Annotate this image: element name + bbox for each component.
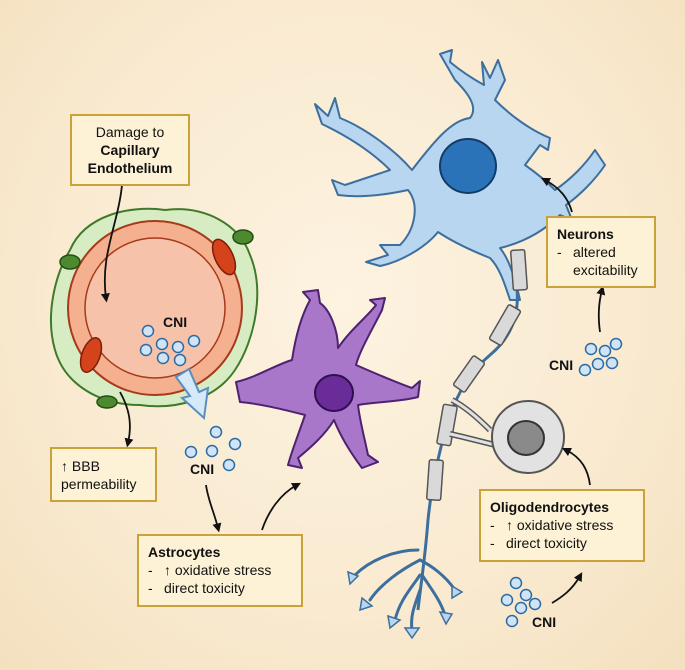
- cni-particles-neuron: [578, 337, 623, 377]
- damage-line2: Capillary: [100, 142, 160, 158]
- oligodendrocytes-title: Oligodendrocytes: [490, 499, 610, 515]
- leak-arrow: [174, 367, 210, 421]
- astrocyte-cell: [235, 289, 421, 469]
- cni-particles-astro: [184, 425, 242, 472]
- neuron-nucleus: [439, 138, 497, 194]
- neurons-item-dash: -: [557, 244, 562, 260]
- cni-particles-vessel: [139, 324, 201, 367]
- myelin-sheaths: [426, 248, 528, 502]
- neurons-item-cont-row: excitability: [557, 261, 654, 279]
- oligodendrocyte-nucleus: [507, 420, 545, 456]
- cni-label-neuron: CNI: [549, 357, 574, 373]
- neurons-title: Neurons: [557, 226, 614, 242]
- astrocytes-title: Astrocytes: [148, 544, 221, 560]
- cni-particles-oligo: [500, 576, 542, 628]
- arrow-oligo-box-to-oligo: [561, 447, 591, 486]
- damage-line3: Endothelium: [87, 160, 173, 176]
- pericyte-green-cell-1: [59, 254, 81, 270]
- flow-arrows: [100, 177, 606, 604]
- oligo-item-2: - direct toxicity: [490, 535, 587, 551]
- damage-line1: Damage to: [95, 124, 165, 140]
- arrow-cni-to-astro-box: [205, 484, 222, 533]
- oligodendrocyte-cell: [449, 397, 565, 474]
- oligo-item-1: - ↑ oxidative stress: [490, 517, 614, 533]
- astrocyte-nucleus: [314, 374, 354, 412]
- axon-terminals: [353, 548, 457, 632]
- neurons-item-text: altered: [573, 244, 616, 260]
- astro-item-2: - direct toxicity: [148, 580, 245, 596]
- bbb-line1: ↑ BBB: [61, 458, 100, 474]
- astro-item-1: - ↑ oxidative stress: [148, 562, 272, 578]
- endothelial-red-cell-2: [79, 337, 103, 373]
- neurons-box: Neurons - altered excitability: [546, 216, 656, 288]
- bbb-line2: permeability: [61, 476, 137, 492]
- cni-label-vessel: CNI: [163, 314, 188, 330]
- cni-label-astro: CNI: [190, 461, 215, 477]
- pericyte-green-cell-3: [96, 395, 118, 409]
- arrow-damage-to-lumen: [100, 184, 123, 303]
- neurons-item: - altered: [557, 243, 654, 261]
- pericyte-green-cell-2: [232, 229, 254, 245]
- arrow-vessel-to-bbb: [119, 391, 134, 448]
- endothelial-red-cell-1: [211, 238, 237, 276]
- cni-label-oligo: CNI: [532, 614, 557, 630]
- damage-box: Damage to Capillary Endothelium: [70, 114, 190, 186]
- astrocytes-box: Astrocytes - ↑ oxidative stress - direct…: [137, 534, 303, 607]
- arrow-cni-to-neurons-box: [596, 285, 606, 333]
- arrow-cni-to-oligo-box: [551, 572, 583, 604]
- neurons-item-cont: excitability: [573, 262, 638, 278]
- bbb-box: ↑ BBB permeability: [50, 447, 157, 502]
- oligodendrocytes-box: Oligodendrocytes - ↑ oxidative stress - …: [479, 489, 645, 562]
- arrow-astro-box-to-astrocyte: [261, 482, 301, 531]
- terminal-buttons: [347, 570, 464, 640]
- arrow-neurons-box-to-neuron: [541, 177, 573, 213]
- capillary-vessel: [49, 207, 259, 409]
